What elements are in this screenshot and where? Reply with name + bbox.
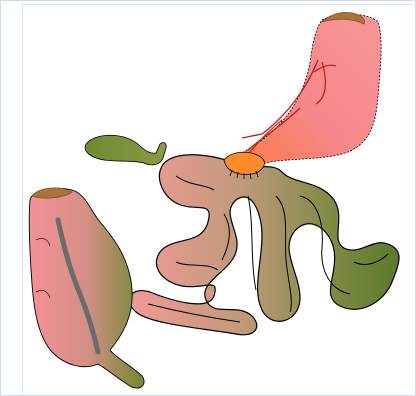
gallbladder-icon [85,135,166,165]
intestine-icon [129,155,399,335]
cecum-icon [29,188,144,388]
stomach-icon [224,12,381,179]
